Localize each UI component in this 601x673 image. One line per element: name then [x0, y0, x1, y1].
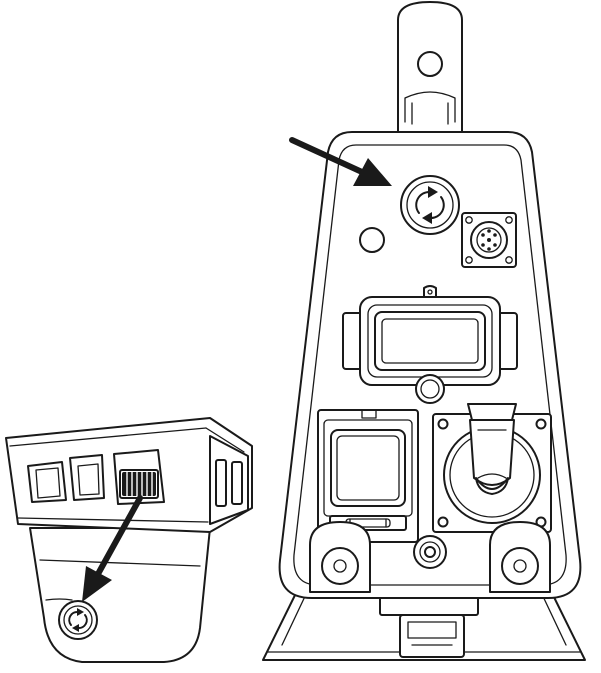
square-socket: [317, 409, 419, 543]
rotation-indicator: [400, 175, 460, 235]
arrow-indicator-icon: [289, 137, 392, 186]
rotation-arrows-icon: [415, 186, 445, 224]
round-socket: [432, 403, 552, 533]
side-unit: [5, 417, 253, 663]
indicator-lamp: [359, 227, 385, 253]
side-unit-lower: [29, 527, 211, 663]
socket-cap: [469, 419, 515, 486]
pin-connector: [461, 212, 517, 268]
rectangular-connector: [342, 285, 518, 404]
lug-hole: [417, 51, 443, 77]
side-rotation-indicator: [58, 600, 98, 640]
connector-knob: [415, 374, 445, 404]
main-unit: [262, 1, 586, 661]
adjust-knob: [122, 472, 156, 496]
rotation-arrows-icon: [68, 608, 88, 632]
arrow-indicator-icon: [82, 495, 143, 602]
mounting-holes: [309, 521, 551, 593]
base-feet: [262, 584, 586, 661]
center-valve: [413, 535, 447, 569]
mounting-lug: [397, 1, 463, 136]
base-connector: [399, 614, 465, 658]
